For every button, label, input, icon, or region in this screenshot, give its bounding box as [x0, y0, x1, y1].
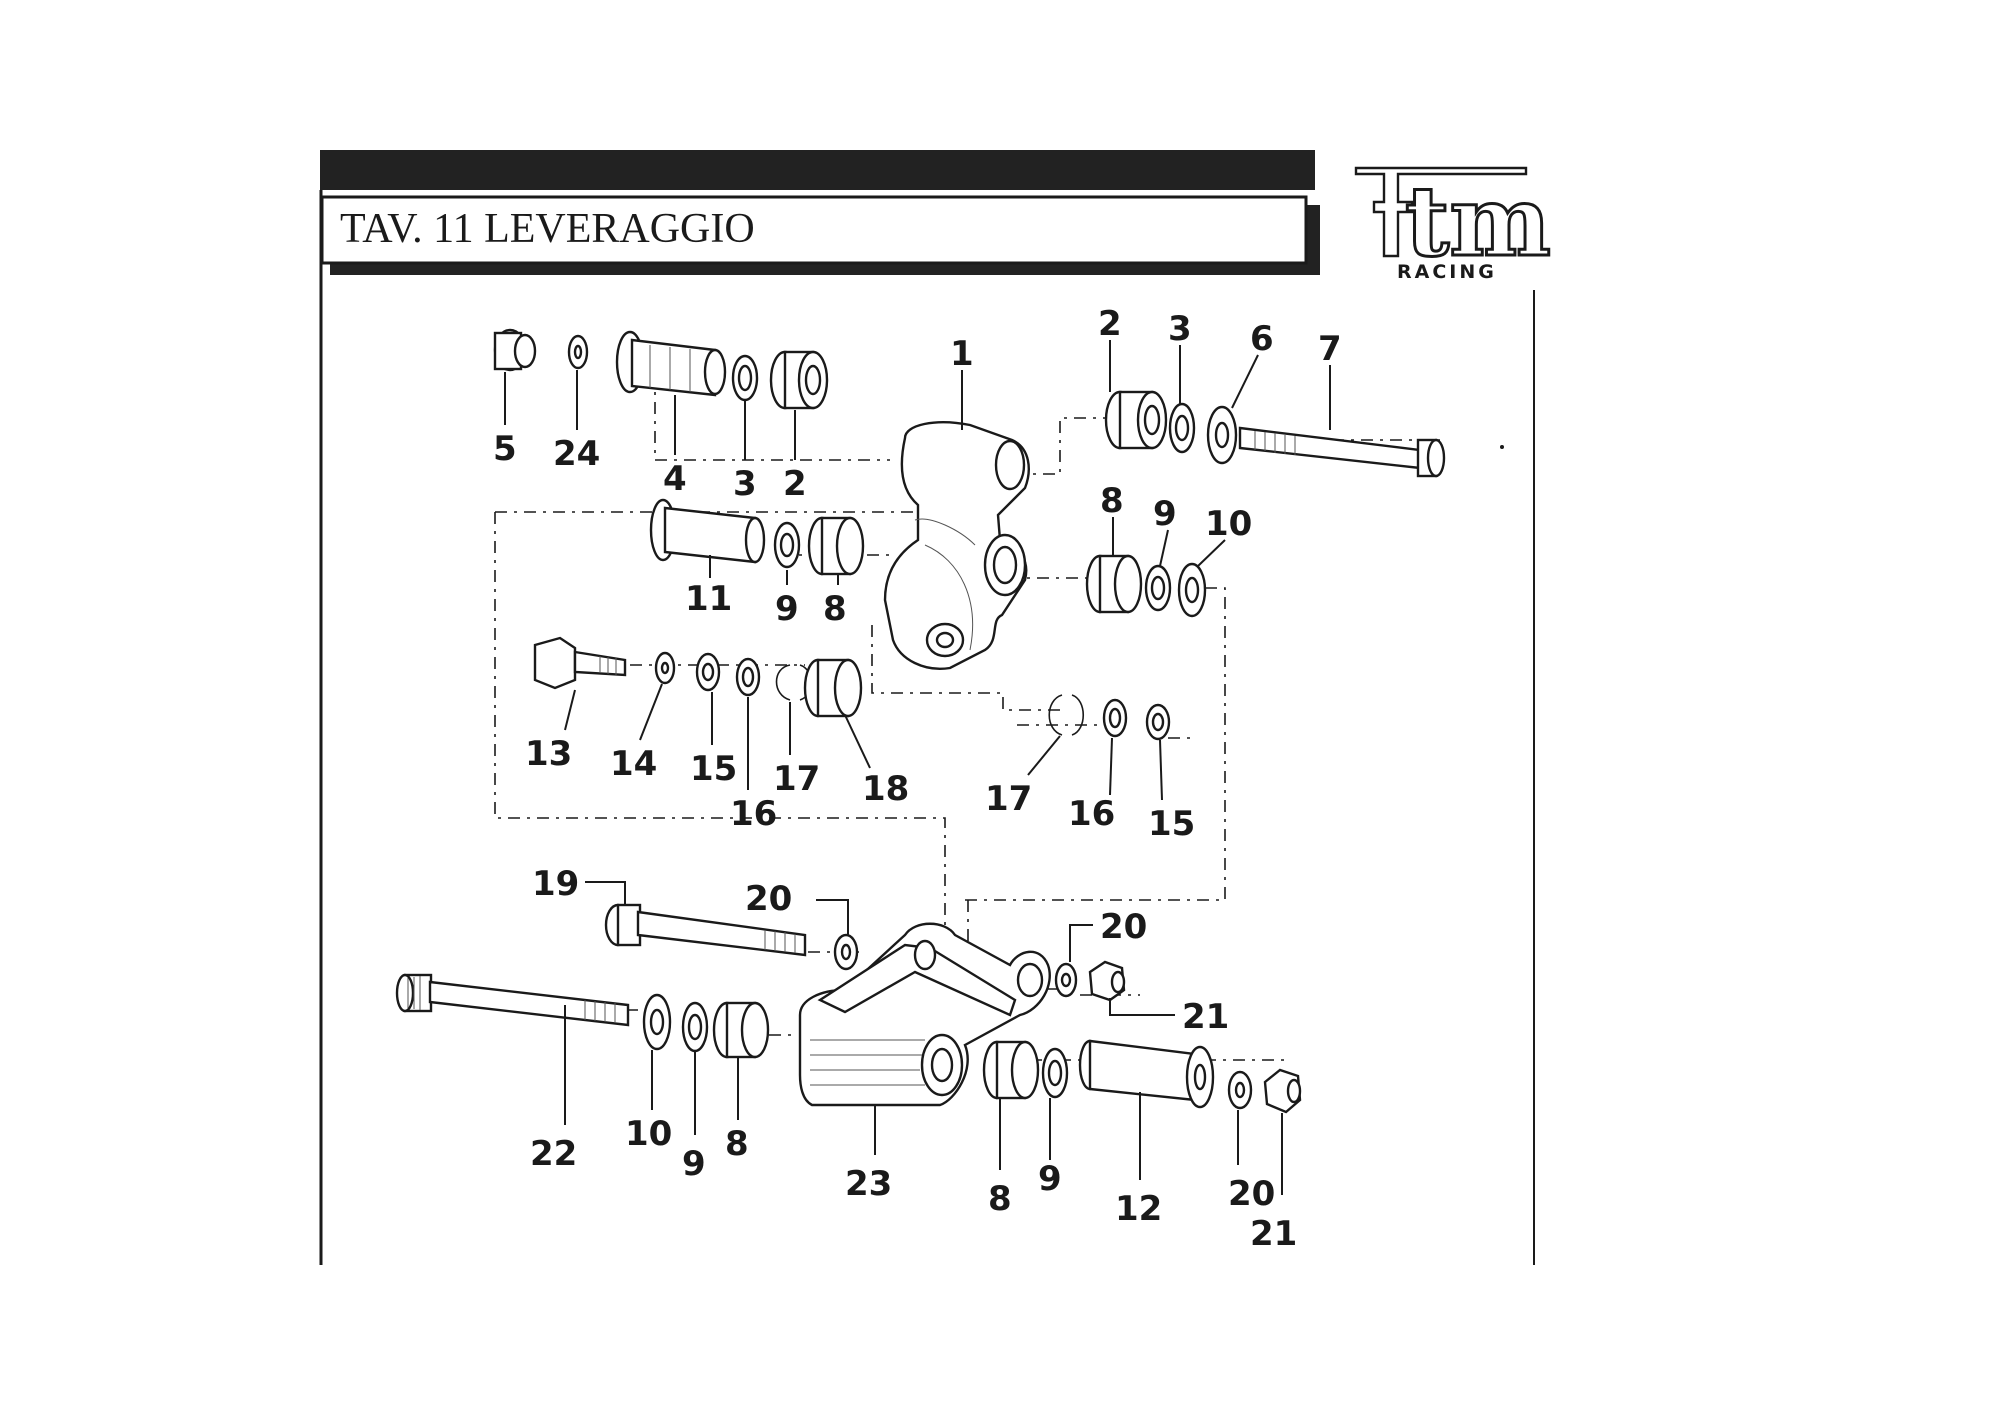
callout-17: 17 [985, 779, 1032, 819]
part-1-linkage [883, 421, 1030, 670]
callout-19: 19 [532, 864, 579, 904]
callout-16: 16 [730, 794, 777, 834]
callout-1: 1 [950, 334, 974, 374]
logo-mark-icon [1354, 166, 1528, 258]
part-15-spacer-a [695, 652, 721, 692]
callout-15: 15 [690, 749, 737, 789]
callout-18: 18 [862, 769, 909, 809]
page-title: TAV. 11 LEVERAGGIO [340, 206, 755, 252]
part-19-bolt [604, 903, 807, 957]
callout-14: 14 [610, 744, 657, 784]
part-23-link [798, 922, 1051, 1107]
callout-3: 3 [733, 464, 757, 504]
header: TAV. 11 LEVERAGGIO [319, 150, 1535, 1265]
part-8-bearing-d [982, 1040, 1040, 1100]
part-21-nut-a [1088, 960, 1126, 1002]
part-9-seal-c [681, 1001, 709, 1053]
part-13-screw [533, 636, 627, 690]
part-6-washer [1206, 405, 1238, 465]
part-20-washer-c [1227, 1070, 1253, 1110]
part-20-washer-a [833, 933, 859, 971]
callout-11: 11 [685, 579, 732, 619]
logo-subtitle: RACING [1397, 261, 1497, 283]
callout-13: 13 [525, 734, 572, 774]
title-box [320, 195, 1308, 265]
callout-10: 10 [1205, 504, 1252, 544]
callout-23: 23 [845, 1164, 892, 1204]
part-22-bolt [395, 973, 630, 1027]
part-5-nut [493, 328, 537, 372]
callout-9: 9 [682, 1144, 706, 1184]
part-12-bushing [1078, 1039, 1215, 1109]
callout-3: 3 [1168, 309, 1192, 349]
callout-22: 22 [530, 1134, 577, 1174]
part-18-bearing [803, 658, 863, 718]
callout-8: 8 [988, 1179, 1012, 1219]
callout-21: 21 [1250, 1214, 1297, 1254]
callout-6: 6 [1250, 319, 1274, 359]
callout-8: 8 [725, 1124, 749, 1164]
leader-lines [504, 340, 1331, 1195]
callout-2: 2 [1098, 304, 1122, 344]
part-21-nut-b [1263, 1068, 1302, 1114]
header-bar [320, 150, 1315, 190]
part-20-washer-b [1054, 962, 1078, 998]
part-24-washer [567, 334, 589, 370]
logo-text: tm [1405, 165, 1551, 278]
callout-5: 5 [493, 429, 517, 469]
part-9-seal-b [1144, 564, 1172, 612]
callout-20: 20 [1100, 907, 1147, 947]
callout-labels: 1 2 3 6 7 5 24 4 3 2 8 9 10 11 9 8 13 14… [493, 304, 1342, 1254]
part-2-bearing-a [769, 350, 829, 410]
part-3-seal-a [731, 354, 759, 402]
callout-24: 24 [553, 434, 600, 474]
part-11-bushing [649, 498, 766, 564]
callout-9: 9 [1153, 494, 1177, 534]
part-15-spacer-b [1145, 703, 1171, 741]
callout-16: 16 [1068, 794, 1115, 834]
part-16-ring-a [735, 657, 761, 697]
part-8-bearing-c [712, 1001, 770, 1059]
callout-12: 12 [1115, 1189, 1162, 1229]
part-9-seal-a [773, 521, 801, 569]
callout-9: 9 [1038, 1159, 1062, 1199]
part-2-bearing-b [1104, 390, 1168, 450]
part-8-bearing-a [807, 516, 865, 576]
part-7-bolt [1238, 426, 1446, 478]
part-17-circlip-b [1048, 694, 1085, 736]
callout-21: 21 [1182, 997, 1229, 1037]
callout-2: 2 [783, 464, 807, 504]
part-10-washer-a [1177, 562, 1207, 618]
callout-20: 20 [1228, 1174, 1275, 1214]
callout-9: 9 [775, 589, 799, 629]
callout-4: 4 [663, 459, 687, 499]
callout-8: 8 [823, 589, 847, 629]
callout-20: 20 [745, 879, 792, 919]
part-16-ring-b [1102, 698, 1128, 738]
part-4-bushing [615, 330, 727, 397]
callout-17: 17 [773, 759, 820, 799]
print-speck [1500, 445, 1504, 449]
callout-15: 15 [1148, 804, 1195, 844]
callout-7: 7 [1318, 329, 1342, 369]
part-9-seal-d [1041, 1047, 1069, 1099]
brand-logo: tm RACING [1354, 164, 1552, 283]
part-10-washer-b [642, 993, 672, 1051]
part-8-bearing-b [1085, 554, 1143, 614]
part-14-washer [654, 651, 676, 685]
callout-10: 10 [625, 1114, 672, 1154]
callout-8: 8 [1100, 481, 1124, 521]
part-3-seal-b [1168, 402, 1196, 454]
